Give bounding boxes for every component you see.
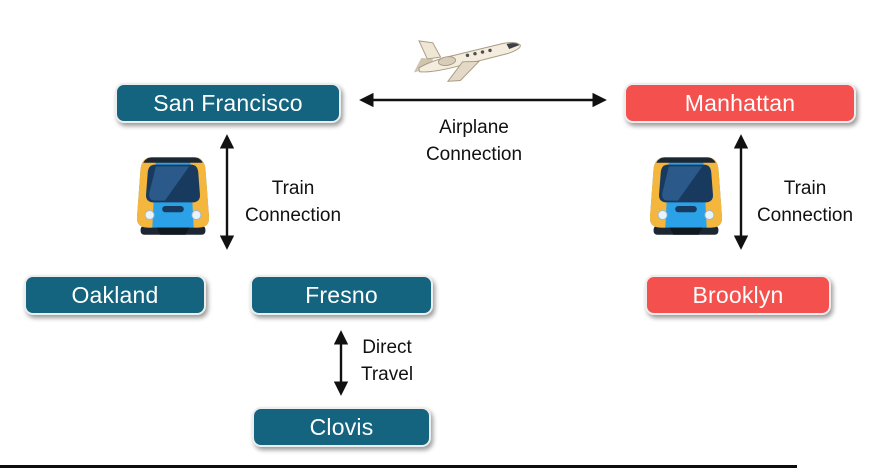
- label-line: Train: [271, 178, 315, 199]
- train-connection-label-right: Train Connection: [724, 175, 881, 229]
- label-line: Connection: [756, 205, 854, 226]
- train-icon-left: [136, 156, 210, 236]
- train-icon-right: [649, 156, 723, 236]
- label-line: Train: [783, 178, 827, 199]
- node-label-clovis: Clovis: [309, 413, 374, 440]
- node-label-manhattan: Manhattan: [684, 89, 796, 116]
- node-label-brooklyn: Brooklyn: [692, 281, 784, 308]
- node-manhattan: Manhattan: [624, 83, 856, 123]
- node-brooklyn: Brooklyn: [645, 275, 831, 315]
- label-line: Connection: [425, 144, 523, 165]
- node-san-francisco: San Francisco: [115, 83, 341, 123]
- node-label-oakland: Oakland: [71, 281, 159, 308]
- node-clovis: Clovis: [252, 407, 431, 447]
- bottom-edge-line: [0, 465, 797, 468]
- node-label-san-francisco: San Francisco: [153, 89, 303, 116]
- airplane-connection-label: Airplane Connection: [394, 114, 554, 168]
- train-connection-label-left: Train Connection: [212, 175, 374, 229]
- airplane-icon: [413, 40, 521, 82]
- label-line: Connection: [244, 205, 342, 226]
- label-line: Airplane: [439, 117, 509, 138]
- node-oakland: Oakland: [24, 275, 206, 315]
- node-label-fresno: Fresno: [305, 281, 378, 308]
- label-line: Direct: [362, 337, 412, 358]
- label-line: Travel: [360, 364, 414, 385]
- node-fresno: Fresno: [250, 275, 433, 315]
- direct-travel-label: Direct Travel: [347, 334, 427, 388]
